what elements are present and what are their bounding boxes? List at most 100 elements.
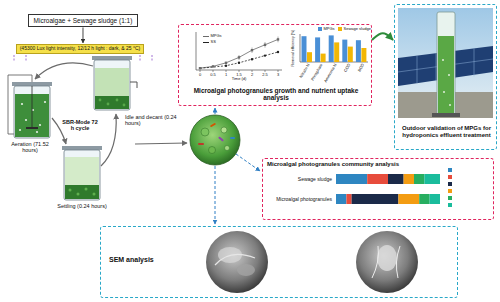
axis-tick: 0 <box>199 73 201 78</box>
removal-bar-chart <box>302 36 307 62</box>
photogranule <box>221 127 227 133</box>
growth-line-chart <box>239 37 278 61</box>
growth-line-chart <box>196 32 282 72</box>
legend-swatch <box>338 27 342 31</box>
legend-text: MPGs <box>324 27 335 32</box>
growth-line-chart <box>251 58 253 60</box>
growth-line-chart <box>251 49 253 51</box>
community-panel: Microalgal photogranules community analy… <box>262 158 494 220</box>
outdoor-photo <box>442 59 444 61</box>
panel-caption: Microalgal photogranules community analy… <box>267 161 457 168</box>
category-label: Phosphate <box>311 63 325 82</box>
aeration-reactor <box>25 119 27 121</box>
community-stacked-bars <box>367 174 388 184</box>
settling-reactor <box>64 150 100 200</box>
idle-decant-reactor <box>107 103 110 106</box>
sem-image <box>206 231 268 293</box>
community-stacked-bars <box>336 168 452 207</box>
lamp-rays <box>14 55 15 62</box>
sem-image <box>206 231 418 293</box>
community-stacked-bars <box>448 189 452 193</box>
idle-decant-reactor <box>95 68 129 96</box>
outdoor-photo <box>438 36 454 115</box>
aeration-reactor <box>12 82 52 86</box>
removal-bar-chart <box>361 48 366 62</box>
growth-line-chart <box>264 44 266 46</box>
axis-tick: 0.5 <box>210 73 216 78</box>
dashed-arrow <box>236 154 260 171</box>
photogranule <box>201 128 209 136</box>
aeration-reactor <box>8 75 52 138</box>
growth-line-chart <box>199 67 201 69</box>
growth-line-chart <box>277 38 279 40</box>
legend-line-sample <box>203 42 209 43</box>
idle-decant-reactor <box>116 99 119 102</box>
category-label: Ammonia-N <box>323 63 338 84</box>
sem-image <box>372 246 400 278</box>
legend-text: SS <box>211 40 216 45</box>
photogranule <box>198 143 204 145</box>
category-label: COD <box>343 63 351 73</box>
removal-bar-chart <box>300 34 368 62</box>
growth-line-chart <box>238 62 240 64</box>
photogranule <box>218 136 224 141</box>
growth-line-chart <box>238 56 240 58</box>
removal-bar-chart <box>348 47 353 62</box>
dashed-arrow <box>215 108 260 224</box>
community-stacked-bars <box>448 196 452 200</box>
outdoor-photo <box>448 74 450 76</box>
idle-decant-reactor <box>92 56 132 60</box>
settling-reactor <box>93 193 96 196</box>
community-stacked-bars <box>419 194 429 204</box>
community-stacked-bars <box>448 168 452 172</box>
legend-swatch <box>318 27 322 31</box>
community-stacked-bars <box>448 203 452 207</box>
settling-reactor <box>65 185 99 199</box>
growth-line-chart <box>225 65 227 67</box>
cycle-label: SBR-Mode 72 h cycle <box>62 119 98 132</box>
panel-caption: SEM analysis <box>109 256 179 264</box>
settling-reactor <box>62 146 102 200</box>
idle-decant-reactor <box>123 104 126 107</box>
idle-decant-reactor <box>92 56 137 110</box>
settling-reactor <box>65 157 99 185</box>
light-condition-bar: (45300 Lux light intensity, 12/12 h ligh… <box>16 44 145 54</box>
stage-label: Settling (0.24 hours) <box>52 203 112 209</box>
aeration-reactor <box>32 86 33 128</box>
community-stacked-bars <box>430 194 440 204</box>
settling-reactor <box>85 188 88 191</box>
outdoor-panel: Outdoor validation of MPGs for hydroponi… <box>394 4 497 150</box>
stage-label: Idle and decant (0.24 hours) <box>125 114 181 127</box>
aeration-reactor <box>39 124 41 126</box>
idle-decant-reactor <box>130 82 137 88</box>
removal-bar-chart <box>300 34 368 62</box>
idle-decant-reactor <box>99 99 102 102</box>
sem-image <box>356 231 418 293</box>
sem-panel: SEM analysis <box>100 226 458 298</box>
lamp-rays <box>140 55 141 62</box>
growth-line-chart <box>225 62 227 64</box>
sem-image <box>215 254 255 265</box>
photogranule <box>190 115 240 165</box>
growth-line-chart <box>212 65 214 67</box>
connector-arrow <box>372 33 393 40</box>
stage-label: Aeration (71.52 hours) <box>7 141 53 154</box>
box-text: Microalgae + Sewage sludge (1:1) <box>34 17 133 24</box>
legend-item: MPGs <box>318 27 335 32</box>
growth-line-chart <box>264 54 266 56</box>
community-stacked-bars <box>448 182 452 186</box>
removal-bar-chart <box>321 54 326 62</box>
aeration-reactor <box>21 103 23 105</box>
community-stacked-bars <box>346 194 351 204</box>
axis-tick: 1 <box>225 73 227 78</box>
aeration-reactor <box>44 101 46 103</box>
growth-line-chart <box>196 32 282 70</box>
photogranule <box>209 147 216 154</box>
community-stacked-bars <box>336 174 367 184</box>
aeration-reactor <box>14 86 50 138</box>
panel-caption: Microalgal photogranules growth and nutr… <box>183 87 369 102</box>
aeration-reactor <box>19 129 21 131</box>
sem-image <box>377 245 397 271</box>
photogranule <box>190 115 240 165</box>
